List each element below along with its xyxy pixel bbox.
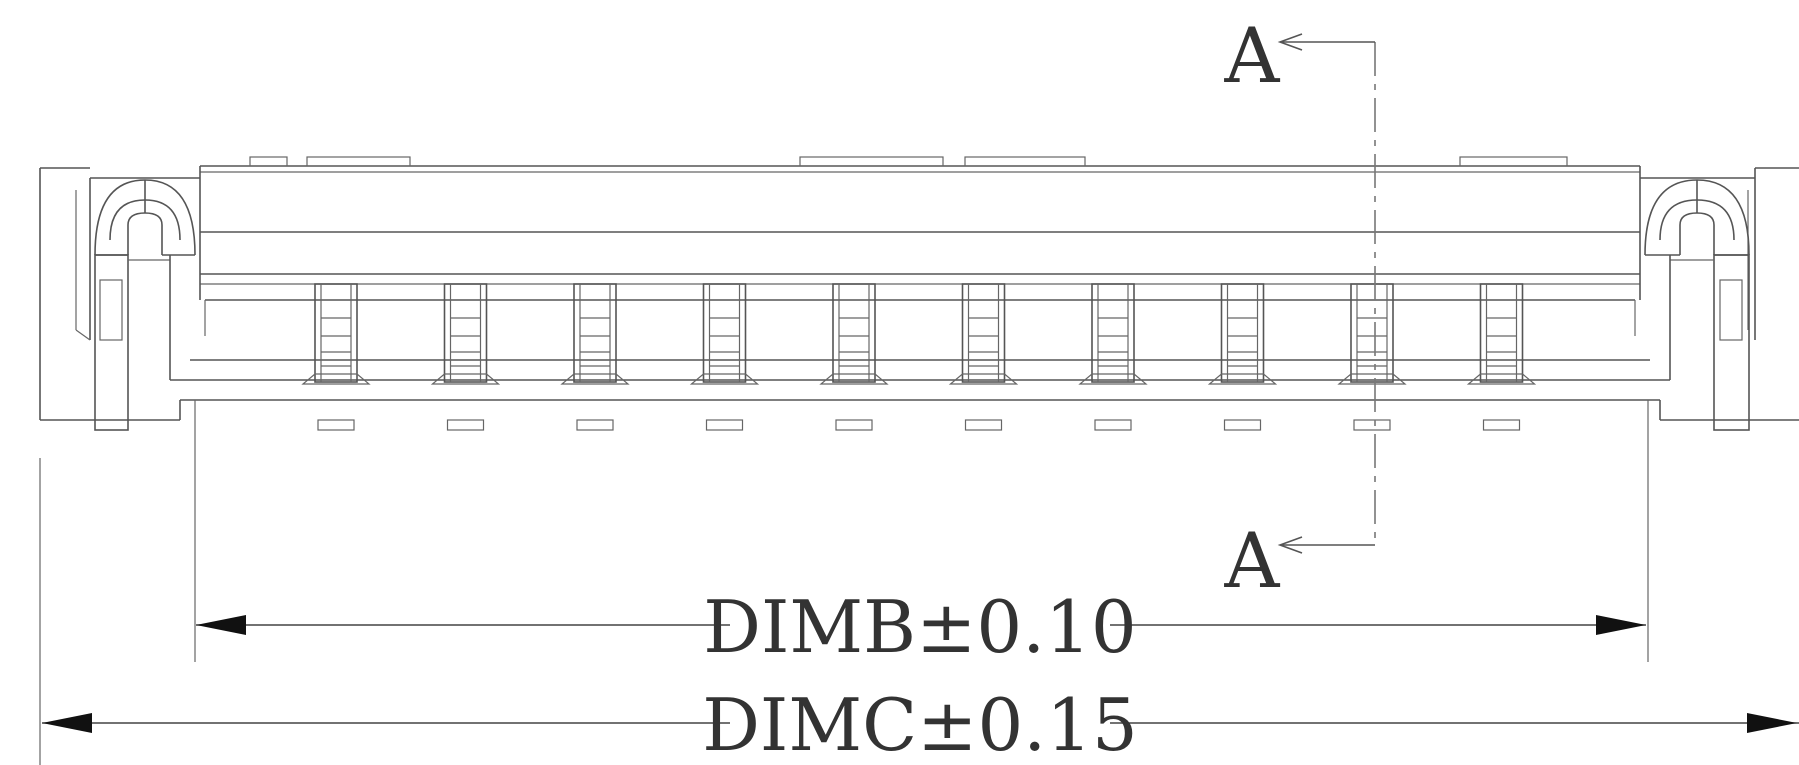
contact-pin — [689, 283, 760, 431]
left-latch — [39, 167, 200, 431]
contact-pin — [948, 283, 1019, 431]
connector-housing — [40, 165, 1799, 421]
dimension-c-label: DIMC±0.15 — [702, 683, 1138, 765]
section-label-bottom: A — [1224, 516, 1281, 605]
contact-pin — [1466, 283, 1537, 431]
contact-pin — [1078, 283, 1148, 431]
contact-pin — [1337, 283, 1407, 431]
dimension-c — [42, 713, 1799, 733]
extension-lines — [39, 400, 1649, 765]
contact-pin — [560, 283, 630, 431]
section-label-top: A — [1224, 11, 1281, 100]
contact-pin — [1207, 283, 1278, 431]
contact-pin — [430, 283, 501, 431]
section-cut-line — [1277, 33, 1376, 554]
contact-pin — [819, 283, 889, 431]
contact-pin — [301, 283, 371, 431]
contact-pins — [301, 283, 1537, 431]
right-latch — [1640, 167, 1799, 431]
dimension-b-label: DIMB±0.10 — [703, 585, 1136, 669]
top-bumps — [249, 156, 1568, 167]
dimension-b — [196, 615, 1646, 635]
